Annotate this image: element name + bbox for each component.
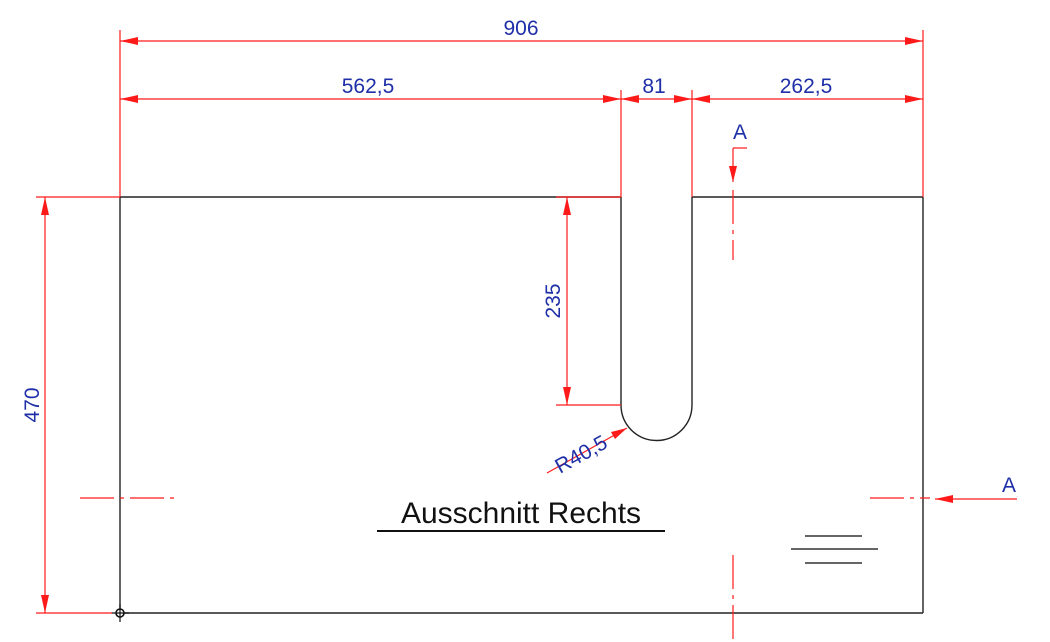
arrow-down-icon — [41, 595, 49, 613]
arrow-icon — [692, 95, 710, 103]
slot-cutout — [620, 197, 693, 442]
dimension-overall-height: 470 — [21, 196, 120, 614]
dimension-label-562-5: 562,5 — [342, 75, 395, 98]
arrow-left-icon — [120, 37, 138, 45]
arrow-up-icon — [41, 197, 49, 215]
arrow-right-icon — [905, 37, 923, 45]
dimension-label-r40-5: R40,5 — [551, 431, 611, 478]
arrow-icon — [603, 95, 621, 103]
section-mark-top: A — [729, 121, 747, 182]
dimension-label-906: 906 — [503, 17, 538, 40]
part-outline — [111, 196, 924, 622]
dimension-overall-width: 906 — [119, 17, 924, 197]
title-label: Ausschnitt Rechts — [401, 497, 641, 530]
dimension-label-235: 235 — [542, 283, 565, 318]
section-mark-side: A — [935, 474, 1017, 503]
dimension-label-470: 470 — [21, 387, 44, 422]
arrow-icon — [611, 428, 627, 439]
arrow-icon — [674, 95, 692, 103]
surface-symbol-icon — [791, 535, 878, 564]
arrow-left-icon — [935, 495, 953, 503]
center-lines — [80, 190, 930, 642]
section-label-a-side: A — [1002, 474, 1016, 497]
dimension-slot-radius: R40,5 — [546, 427, 628, 478]
arrow-down-icon — [729, 166, 737, 182]
dimension-slot-depth: 235 — [542, 196, 621, 406]
arrow-down-icon — [563, 387, 571, 405]
section-label-a-top: A — [733, 121, 747, 144]
arrow-icon — [905, 95, 923, 103]
arrow-up-icon — [563, 197, 571, 215]
arrow-icon — [621, 95, 639, 103]
arrow-icon — [120, 95, 138, 103]
dimension-chain-width: 562,5 81 262,5 — [120, 75, 923, 197]
dimension-label-81: 81 — [642, 75, 665, 98]
drawing-title: Ausschnitt Rechts — [377, 497, 665, 532]
dimension-label-262-5: 262,5 — [780, 75, 833, 98]
